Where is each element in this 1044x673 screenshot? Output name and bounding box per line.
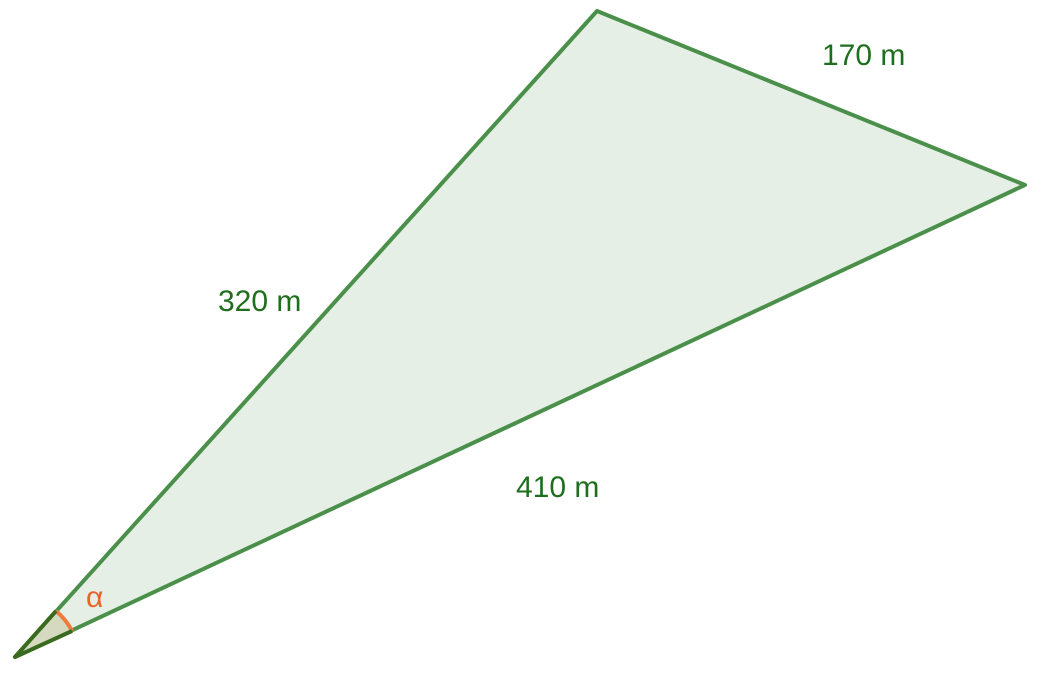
angle-label-alpha: α xyxy=(86,581,103,614)
triangle-shape xyxy=(13,9,1027,659)
angle-marker-fill xyxy=(15,611,72,657)
side-label-bottom: 410 m xyxy=(516,471,599,504)
side-label-left: 320 m xyxy=(218,285,301,318)
angle-vertex-edges xyxy=(13,609,73,659)
side-label-top: 170 m xyxy=(822,39,905,72)
